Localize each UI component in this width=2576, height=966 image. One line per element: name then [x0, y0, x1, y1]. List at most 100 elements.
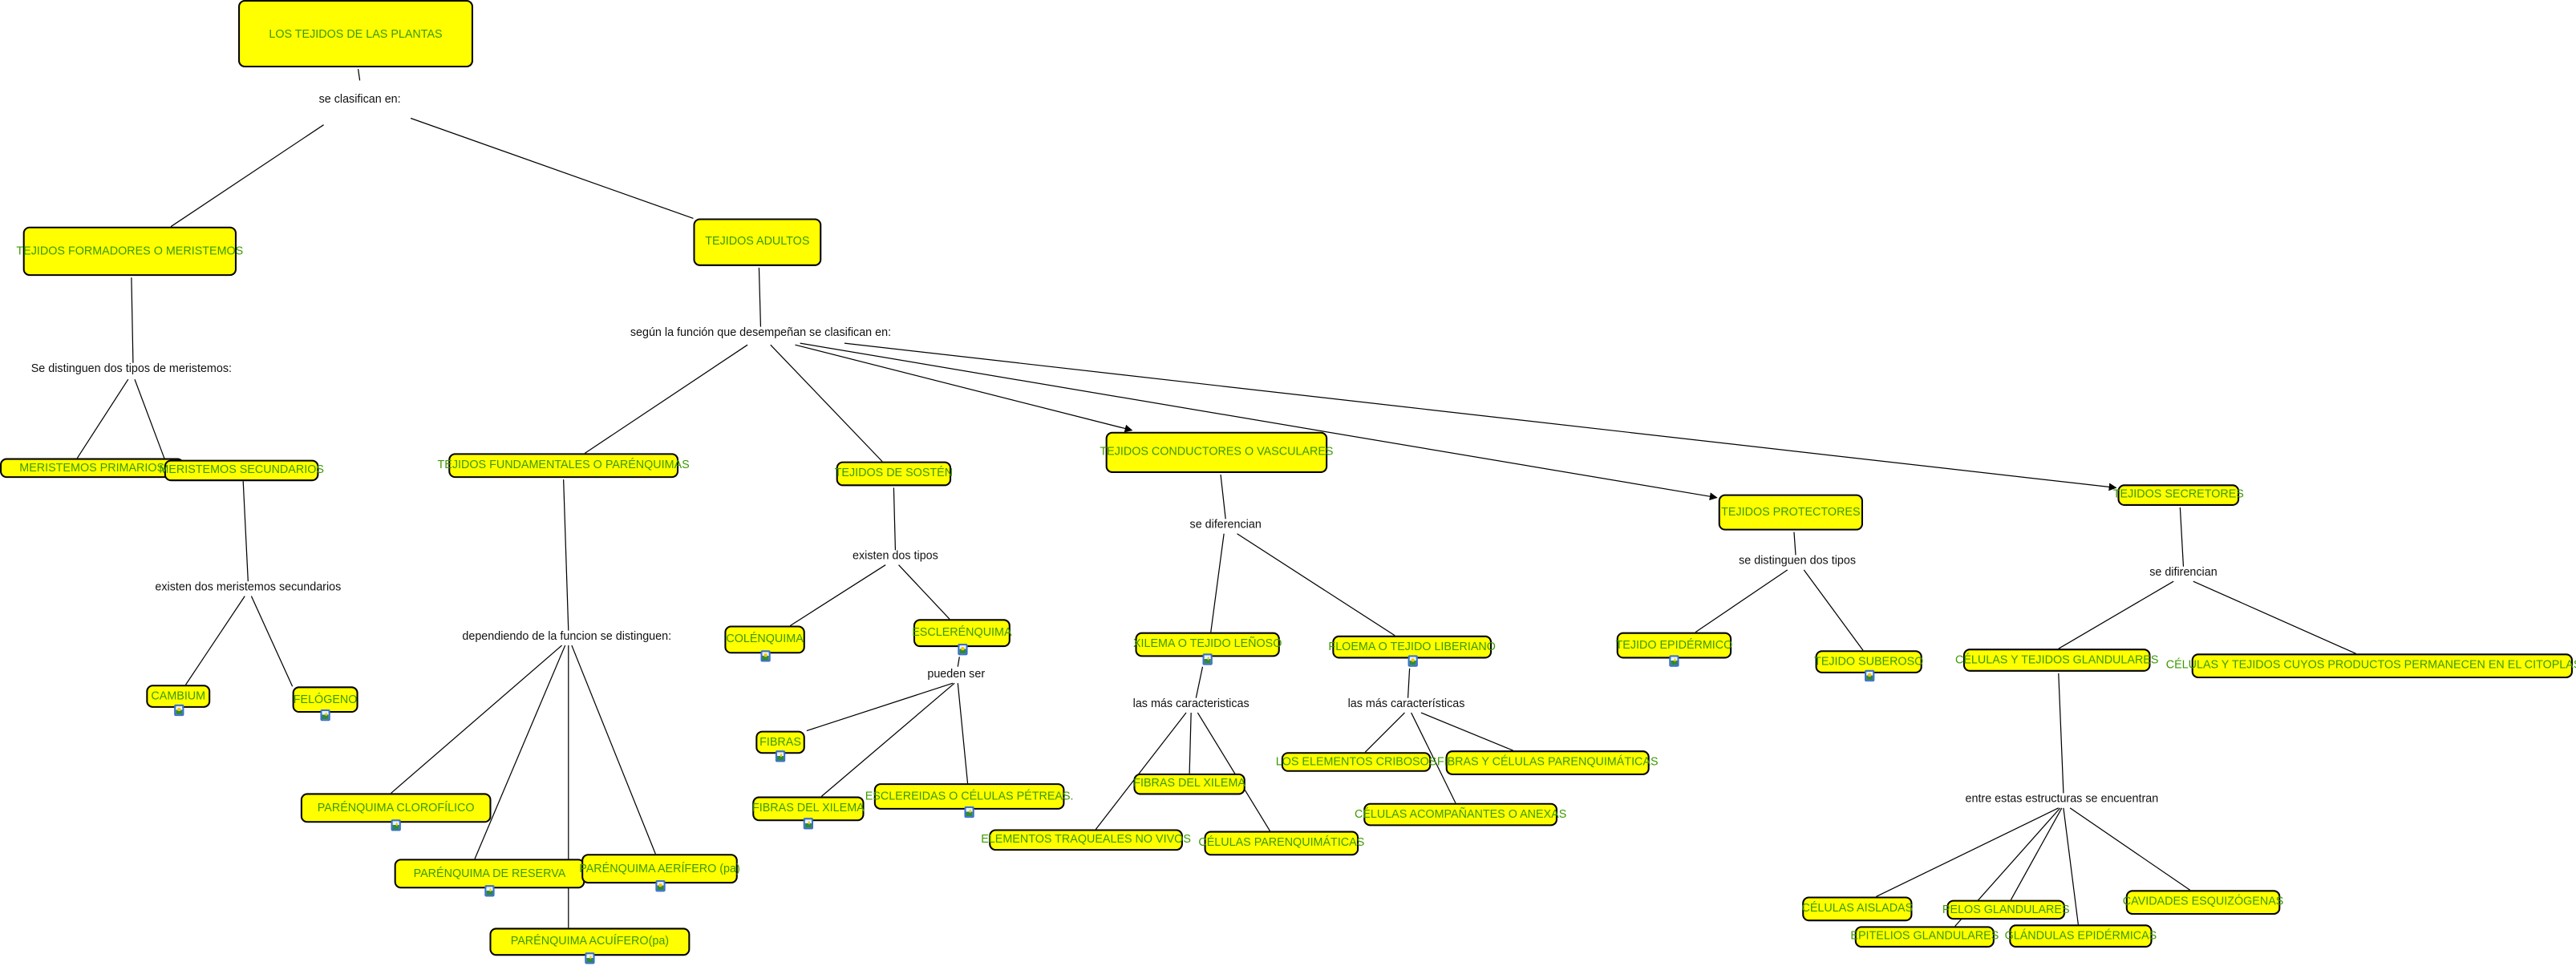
- concept-node[interactable]: FIBRAS Y CÉLULAS PARENQUIMÁTICAS: [1437, 750, 1659, 775]
- connector-line: [1695, 569, 1788, 633]
- linking-phrase[interactable]: dependiendo de la funcion se distinguen:: [460, 631, 674, 643]
- image-resource-icon[interactable]: [803, 818, 814, 830]
- concept-label: TEJIDOS DE SOSTÉN: [834, 467, 954, 480]
- concept-node[interactable]: ELEMENTOS TRAQUEALES NO VIVOS: [981, 829, 1191, 851]
- concept-node[interactable]: GLÁNDULAS EPIDÉRMICAS: [2005, 924, 2157, 948]
- concept-node[interactable]: CÉLULAS Y TEJIDOS GLANDULARES: [1955, 649, 2158, 672]
- concept-node[interactable]: FIBRAS: [755, 730, 805, 762]
- concept-node[interactable]: MERISTEMOS PRIMARIOS: [0, 458, 184, 479]
- concept-node[interactable]: LOS ELEMENTOS CRIBOSOS: [1276, 752, 1436, 772]
- concept-label: TEJIDO SUBEROSO: [1814, 656, 1924, 668]
- concept-label: CÉLULAS Y TEJIDOS CUYOS PRODUCTOS PERMAN…: [2165, 660, 2576, 672]
- connector-line: [758, 267, 762, 327]
- linking-phrase[interactable]: Se distinguen dos tipos de meristemos:: [29, 363, 234, 376]
- connector-line: [1364, 712, 1405, 753]
- concept-label: ESCLEREIDAS O CÉLULAS PÉTREAS.: [865, 790, 1074, 802]
- concept-node[interactable]: CÉLULAS ACOMPAÑANTES O ANEXAS: [1355, 802, 1566, 827]
- concept-node[interactable]: TEJIDO SUBEROSO: [1814, 650, 1924, 682]
- concept-node[interactable]: FELÓGENO: [292, 686, 358, 721]
- image-resource-icon[interactable]: [964, 806, 974, 818]
- concept-node[interactable]: PARÉNQUIMA CLOROFÍLICO: [300, 793, 492, 831]
- connector-line: [1195, 666, 1204, 698]
- concept-label: FIBRAS DEL XILEMA: [751, 802, 865, 815]
- linking-phrase[interactable]: se diferencian: [1188, 519, 1263, 532]
- concept-node[interactable]: FIBRAS DEL XILEMA: [751, 796, 865, 830]
- concept-label: CÉLULAS Y TEJIDOS GLANDULARES: [1955, 654, 2159, 666]
- concept-node[interactable]: PARÉNQUIMA ACUÍFERO(pa): [489, 928, 691, 964]
- concept-node[interactable]: TEJIDOS DE SOSTÉN: [834, 461, 954, 487]
- concept-node[interactable]: EPITELIOS GLANDULARES: [1850, 926, 1999, 948]
- concept-node[interactable]: CÉLULAS PARENQUIMÁTICAS: [1198, 831, 1364, 856]
- concept-label: LOS ELEMENTOS CRIBOSOS: [1275, 756, 1437, 768]
- connector-line: [170, 124, 324, 228]
- image-resource-icon[interactable]: [173, 704, 184, 717]
- connector-line: [584, 344, 748, 454]
- concept-node[interactable]: TEJIDOS FUNDAMENTALES O PARÉNQUIMAS: [438, 453, 690, 479]
- connector-line: [1220, 474, 1226, 519]
- linking-phrase[interactable]: entre estas estructuras se encuentran: [1963, 794, 2161, 806]
- concept-node[interactable]: TEJIDO EPIDÉRMICO: [1616, 632, 1732, 667]
- linking-phrase[interactable]: existen dos tipos: [850, 551, 940, 563]
- connector-line: [184, 596, 245, 685]
- image-resource-icon[interactable]: [957, 644, 967, 656]
- connector-line: [1210, 533, 1225, 633]
- image-resource-icon[interactable]: [1669, 655, 1679, 667]
- connector-line: [242, 481, 249, 582]
- image-resource-icon[interactable]: [775, 750, 786, 762]
- concept-label: MERISTEMOS SECUNDARIOS: [159, 464, 324, 477]
- concept-label: TEJIDOS FUNDAMENTALES O PARÉNQUIMAS: [437, 459, 690, 471]
- concept-node[interactable]: CÉLULAS AISLADAS: [1802, 896, 1913, 922]
- concept-node[interactable]: MERISTEMOS SECUNDARIOS: [159, 459, 324, 482]
- concept-node[interactable]: TEJIDOS ADULTOS: [693, 218, 822, 266]
- linking-phrase[interactable]: se difirencian: [2148, 567, 2219, 580]
- concept-node[interactable]: TEJIDOS SECRETORES: [2113, 484, 2244, 506]
- linking-phrase[interactable]: existen dos meristemos secundarios: [153, 582, 343, 594]
- image-resource-icon[interactable]: [484, 885, 495, 897]
- concept-label: PARÉNQUIMA DE RESERVA: [413, 867, 566, 879]
- connector-line: [1197, 712, 1271, 831]
- image-resource-icon[interactable]: [320, 709, 330, 721]
- concept-node[interactable]: ESCLEREIDAS O CÉLULAS PÉTREAS.: [865, 783, 1074, 818]
- linking-phrase[interactable]: las más caracteristicas: [1131, 698, 1251, 710]
- connector-line: [563, 479, 569, 631]
- concept-node[interactable]: ESCLERÉNQUIMA: [912, 619, 1012, 656]
- connector-line: [2069, 807, 2190, 891]
- concept-node[interactable]: CÉLULAS Y TEJIDOS CUYOS PRODUCTOS PERMAN…: [2166, 653, 2576, 679]
- image-resource-icon[interactable]: [1202, 653, 1213, 665]
- concept-node[interactable]: FLOEMA O TEJIDO LIBERIANO: [1328, 635, 1496, 667]
- connector-line: [1237, 533, 1395, 637]
- concept-node[interactable]: CAMBIUM: [146, 685, 211, 717]
- image-resource-icon[interactable]: [585, 952, 595, 964]
- linking-phrase[interactable]: las más características: [1346, 698, 1467, 710]
- linking-phrase[interactable]: se distinguen dos tipos: [1737, 556, 1858, 568]
- concept-node[interactable]: LOS TEJIDOS DE LAS PLANTAS: [238, 0, 473, 67]
- arrow-connector: [800, 342, 1718, 501]
- connector-line: [357, 68, 361, 81]
- concept-node[interactable]: TEJIDOS FORMADORES O MERISTEMOS: [16, 226, 243, 277]
- concept-node[interactable]: TEJIDOS CONDUCTORES O VASCULARES: [1100, 431, 1333, 473]
- linking-phrase[interactable]: según la función que desempeñan se clasi…: [628, 327, 893, 340]
- concept-node[interactable]: COLÉNQUIMA: [724, 625, 805, 662]
- image-resource-icon[interactable]: [1407, 655, 1417, 667]
- linking-phrase[interactable]: pueden ser: [925, 669, 987, 681]
- concept-label: FLOEMA O TEJIDO LIBERIANO: [1328, 641, 1496, 653]
- image-resource-icon[interactable]: [391, 819, 401, 831]
- concept-node[interactable]: PELOS GLANDULARES: [1942, 899, 2070, 920]
- image-resource-icon[interactable]: [1864, 669, 1874, 682]
- image-resource-icon[interactable]: [759, 650, 770, 662]
- concept-node[interactable]: PARÉNQUIMA AERÍFERO (pa): [579, 854, 740, 892]
- connector-line: [806, 682, 954, 732]
- concept-node[interactable]: FIBRAS DEL XILEMA: [1133, 773, 1245, 795]
- concept-node[interactable]: PARÉNQUIMA DE RESERVA: [394, 859, 585, 897]
- concept-node[interactable]: TEJIDOS PROTECTORES: [1718, 494, 1863, 531]
- concept-node[interactable]: XILEMA O TEJIDO LEÑOSO: [1133, 632, 1282, 665]
- connector-line: [250, 596, 294, 687]
- connector-line: [474, 645, 566, 859]
- connector-line: [2058, 580, 2174, 649]
- connector-line: [1407, 668, 1411, 698]
- linking-phrase[interactable]: se clasifican en:: [317, 94, 403, 107]
- concept-node[interactable]: CAVIDADES ESQUIZÓGENAS: [2123, 890, 2283, 915]
- image-resource-icon[interactable]: [654, 879, 665, 892]
- concept-label: CÉLULAS ACOMPAÑANTES O ANEXAS: [1354, 808, 1567, 821]
- concept-label: ELEMENTOS TRAQUEALES NO VIVOS: [981, 834, 1191, 846]
